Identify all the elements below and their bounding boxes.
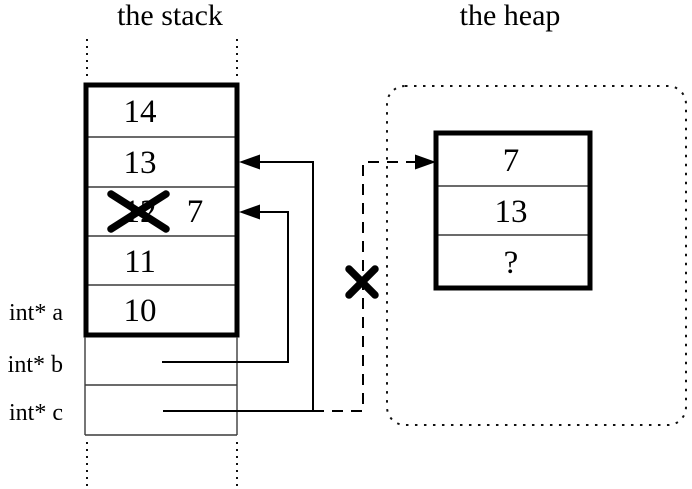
x-stroke [345,265,379,299]
stack-cell-0: 14 [124,94,157,130]
heap-title: the heap [460,0,561,32]
pointer-c-line [163,161,314,412]
heap-block-box [433,130,593,291]
pointer-b-line [162,211,289,363]
pointer-b-arrow [162,204,289,363]
dangling-pointer-x-icon [345,265,379,299]
arrowhead-left-icon [239,204,260,220]
var-label-int-c: int* c [9,400,63,426]
x-stroke [107,190,170,233]
arrowhead-right-icon [415,154,436,170]
heap-cell-1: 13 [495,194,528,230]
heap-region-outline [386,85,687,426]
cell-overwrite-x-icon [107,190,170,233]
arrowhead-left-icon [239,154,260,170]
var-label-int-b: int* b [8,352,63,378]
heap-cell-0: 7 [503,143,520,179]
stack-frame-separators [88,136,235,286]
old-pointer-dashed-arrow [313,154,436,412]
stack-title: the stack [117,0,223,32]
stack-column-guides [86,39,238,489]
stack-cell-3: 11 [124,244,156,280]
pointer-c-arrow [163,154,314,412]
stack-frame-box [83,82,240,338]
stack-cell-1: 13 [124,145,157,181]
stack-cell-4: 10 [124,293,157,329]
var-label-int-a: int* a [9,300,63,326]
heap-cell-2: ? [504,245,519,281]
stack-variable-cells [84,337,238,436]
heap-block-separators [438,185,588,236]
stack-cell-2-new-value: 7 [187,194,204,230]
